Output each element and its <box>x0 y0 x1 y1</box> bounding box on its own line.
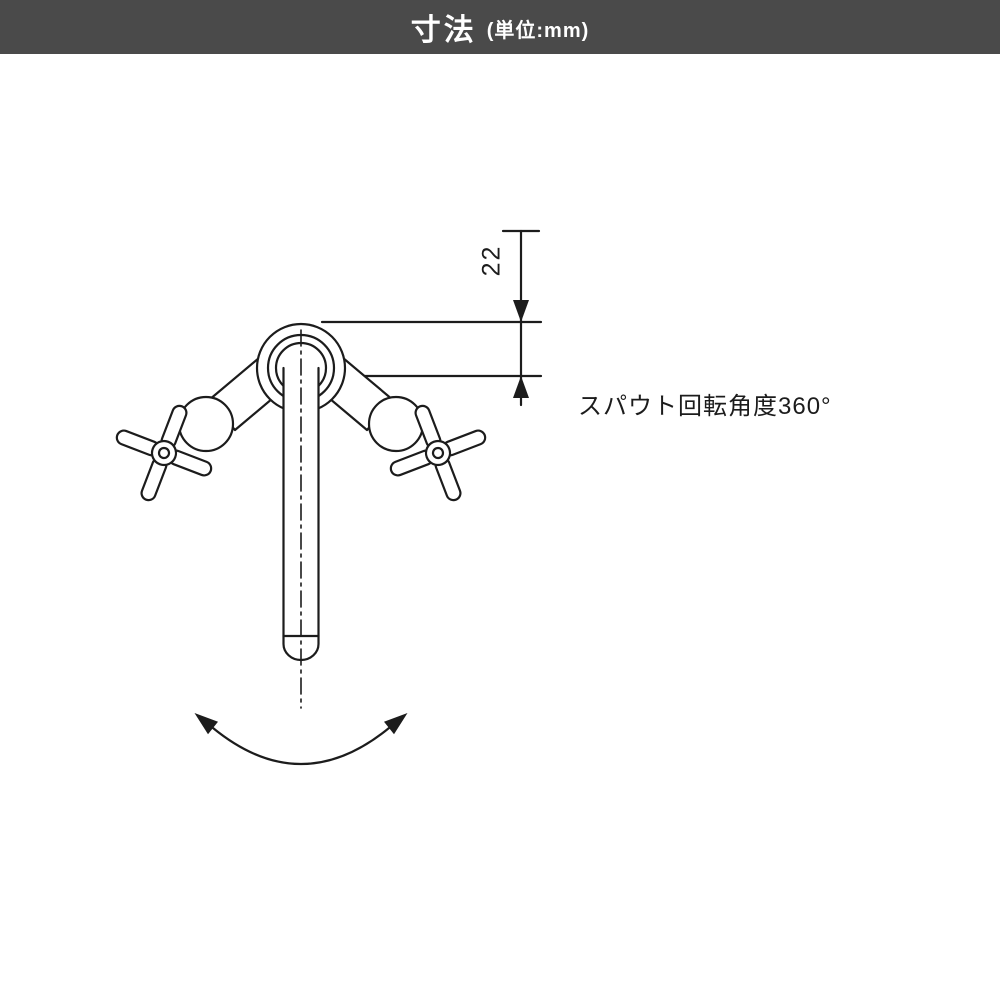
page-title: 寸法 <box>410 14 477 47</box>
left-valve-escutcheon <box>177 395 235 453</box>
rotation-arrow-left-icon <box>194 713 218 735</box>
right-cross-handle <box>389 404 487 502</box>
dimension-arrow-up-icon <box>513 376 529 398</box>
left-cross-handle <box>115 404 213 502</box>
right-valve-escutcheon <box>367 395 425 453</box>
rotation-arc <box>211 726 391 765</box>
dimension-arrow-down-icon <box>513 300 529 322</box>
unit-label: (単位:mm) <box>486 20 590 42</box>
rotation-arrow-right-icon <box>384 713 408 735</box>
title-bar: 寸法 (単位:mm) <box>0 0 1000 54</box>
dimension-value-22: 22 <box>477 244 506 277</box>
spout-rotation-annotation: スパウト回転角度360° <box>578 393 832 420</box>
